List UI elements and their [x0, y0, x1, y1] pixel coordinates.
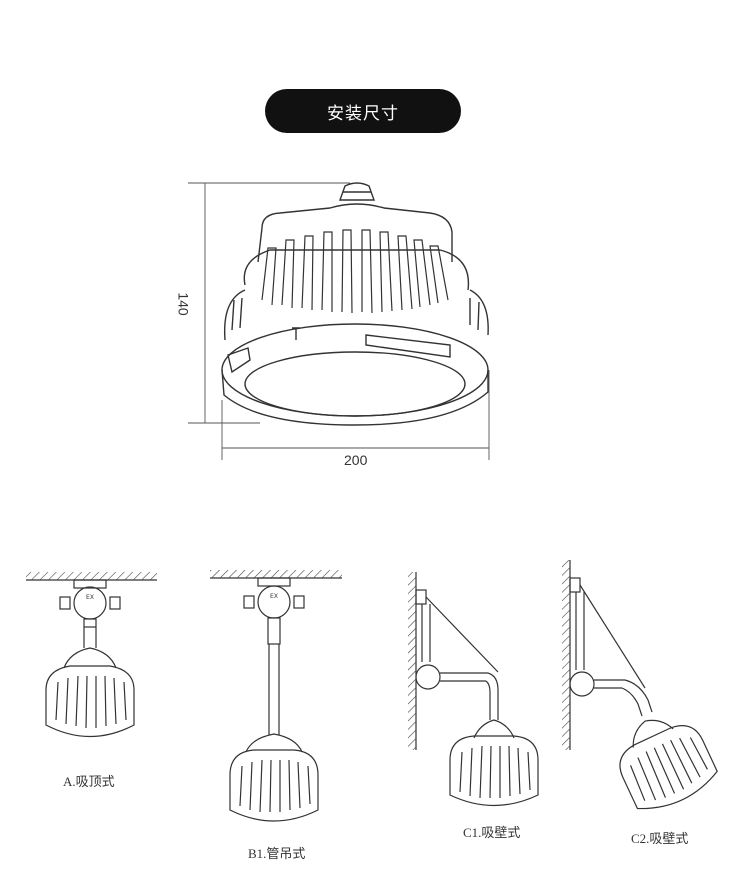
- cooling-fins: [261, 229, 449, 314]
- mount-b1-pendant-diagram: [210, 570, 342, 822]
- junction-box-mark-a: EX: [86, 594, 94, 601]
- mount-a-ceiling-diagram: [26, 572, 157, 738]
- caption-mount-c1: C1.吸壁式: [463, 825, 521, 840]
- junction-box-mark-b1: EX: [270, 593, 278, 600]
- width-dimension-label: 200: [344, 452, 368, 468]
- caption-mount-b1: B1.管吊式: [248, 846, 306, 861]
- caption-mount-a: A.吸顶式: [63, 774, 115, 789]
- caption-mount-c2: C2.吸壁式: [631, 831, 689, 846]
- width-dimension-line: [221, 370, 490, 460]
- section-title-text: 安装尺寸: [327, 103, 399, 124]
- main-lamp-drawing: [188, 182, 490, 460]
- mount-c2-wall-angled-diagram: [562, 560, 718, 810]
- section-title: 安装尺寸: [265, 89, 461, 133]
- height-dimension-label: 140: [175, 292, 192, 316]
- height-dimension-line: [188, 182, 350, 424]
- mount-c1-wall-diagram: [408, 572, 539, 807]
